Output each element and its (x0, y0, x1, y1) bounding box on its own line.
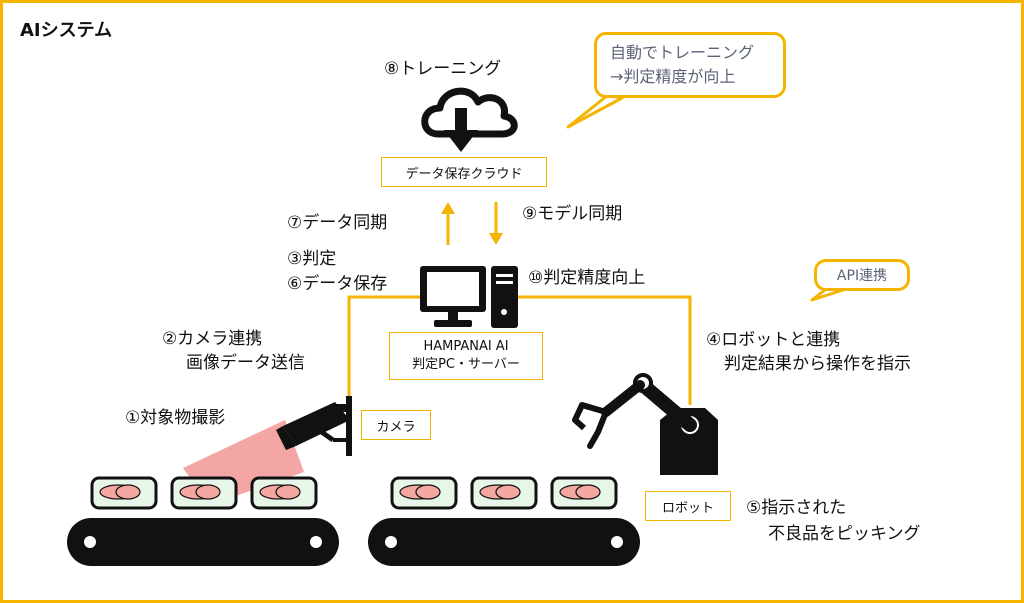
conveyor-belt-icon (67, 518, 640, 566)
sushi-plate-icon (550, 476, 618, 510)
computer-icon (420, 266, 518, 328)
arrow-up-data-sync (441, 202, 455, 245)
callout-tail-training (566, 93, 624, 129)
step-label-instruct: 判定結果から操作を指示 (724, 354, 911, 374)
robot-box: ロボット (645, 491, 731, 521)
step-label-picking: ⑤指示された (746, 498, 847, 518)
connector-pc-robot (518, 295, 692, 405)
sushi-plate-icon (170, 476, 238, 510)
step-label-camera-link: ②カメラ連携 (162, 329, 263, 349)
step-label-defects: 不良品をピッキング (768, 524, 921, 544)
sushi-plate-icon (250, 476, 318, 510)
camera-box: カメラ (361, 410, 431, 440)
robot-arm-icon (572, 373, 718, 475)
cloud-download-icon (421, 87, 518, 152)
connector-camera-pc (347, 295, 420, 400)
sushi-plate-icon (390, 476, 458, 510)
step-label-image-send: 画像データ送信 (186, 353, 305, 373)
training-callout-line2: →判定精度が向上 (610, 67, 736, 86)
cloud-storage-box: データ保存クラウド (381, 157, 547, 187)
step-label-model-sync: ⑨モデル同期 (522, 204, 623, 224)
arrow-down-model-sync (489, 202, 503, 245)
page-title: AIシステム (20, 20, 113, 41)
step-label-data-sync: ⑦データ同期 (287, 213, 388, 233)
step-label-training: ⑧トレーニング (384, 59, 502, 79)
training-callout: 自動でトレーニング →判定精度が向上 (594, 32, 786, 98)
ai-server-role: 判定PC・サーバー (412, 357, 520, 372)
api-callout: API連携 (814, 259, 910, 291)
step-label-accuracy: ⑩判定精度向上 (528, 268, 646, 288)
step-label-capture: ①対象物撮影 (125, 408, 226, 428)
sushi-plate-icon (90, 476, 158, 510)
sushi-plate-icon (470, 476, 538, 510)
training-callout-line1: 自動でトレーニング (610, 43, 755, 62)
step-label-robot-link: ④ロボットと連携 (706, 330, 841, 350)
step-label-data-save: ⑥データ保存 (287, 274, 388, 294)
step-label-judgement: ③判定 (287, 249, 337, 269)
ai-server-name: HAMPANAI AI (423, 339, 509, 354)
ai-server-box: HAMPANAI AI 判定PC・サーバー (389, 332, 543, 380)
